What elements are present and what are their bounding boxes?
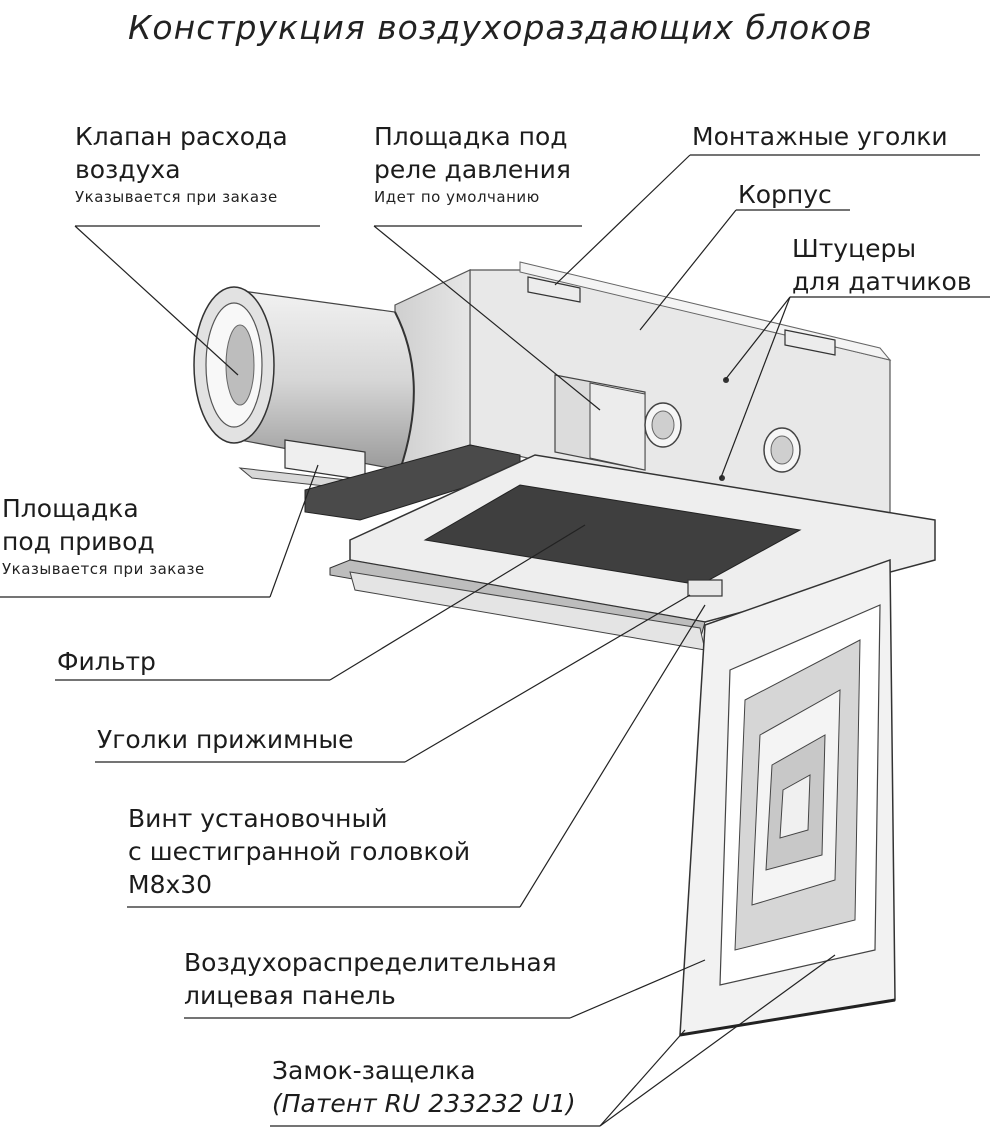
label-drive-pad: Площадка под привод Указывается при зака… <box>2 492 205 580</box>
drive-pad-line2: под привод <box>2 527 155 556</box>
air-valve <box>193 286 415 471</box>
face-panel-line2: лицевая панель <box>184 981 396 1010</box>
latch-line1: Замок-защелка <box>272 1056 476 1085</box>
air-valve-line1: Клапан расхода <box>75 122 288 151</box>
latch-line2: (Патент RU 233232 U1) <box>272 1089 576 1118</box>
label-housing: Корпус <box>738 178 832 211</box>
mounting-corners-line1: Монтажные уголки <box>692 122 948 151</box>
label-relay-pad: Площадка под реле давления Идет по умолч… <box>374 120 571 208</box>
label-mounting-corners: Монтажные уголки <box>692 120 948 153</box>
face-panel-line1: Воздухораспределительная <box>184 948 557 977</box>
housing-line1: Корпус <box>738 180 832 209</box>
set-screw-line3: М8х30 <box>128 870 213 899</box>
label-latch: Замок-защелка (Патент RU 233232 U1) <box>272 1054 576 1120</box>
leader-lines <box>0 154 990 1127</box>
label-sensor-fittings: Штуцеры для датчиков <box>792 232 972 298</box>
relay-pad-line1: Площадка под <box>374 122 568 151</box>
drive-pad-note: Указывается при заказе <box>2 560 205 578</box>
sensor-fittings <box>644 377 801 481</box>
label-set-screw: Винт установочный с шестигранной головко… <box>128 802 470 901</box>
air-valve-line2: воздуха <box>75 155 181 184</box>
label-filter: Фильтр <box>57 645 156 678</box>
sensor-fittings-line2: для датчиков <box>792 267 972 296</box>
relay-pad-note: Идет по умолчанию <box>374 188 540 206</box>
label-clamp-corners: Уголки прижимные <box>97 723 354 756</box>
face-panel <box>679 558 896 1037</box>
relay-pad-line2: реле давления <box>374 155 571 184</box>
set-screw-line2: с шестигранной головкой <box>128 837 471 866</box>
sensor-fittings-line1: Штуцеры <box>792 234 917 263</box>
label-face-panel: Воздухораспределительная лицевая панель <box>184 946 557 1012</box>
air-valve-note: Указывается при заказе <box>75 188 278 206</box>
relay-pad <box>554 374 646 471</box>
label-air-valve: Клапан расхода воздуха Указывается при з… <box>75 120 288 208</box>
frame <box>329 454 936 651</box>
filter-line1: Фильтр <box>57 647 156 676</box>
clamp-corners-line1: Уголки прижимные <box>97 725 354 754</box>
set-screw-line1: Винт установочный <box>128 804 388 833</box>
mounting-corners <box>527 276 836 356</box>
diagram-title: Конструкция воздухораздающих блоков <box>128 8 873 47</box>
drive-pad-line1: Площадка <box>2 494 139 523</box>
